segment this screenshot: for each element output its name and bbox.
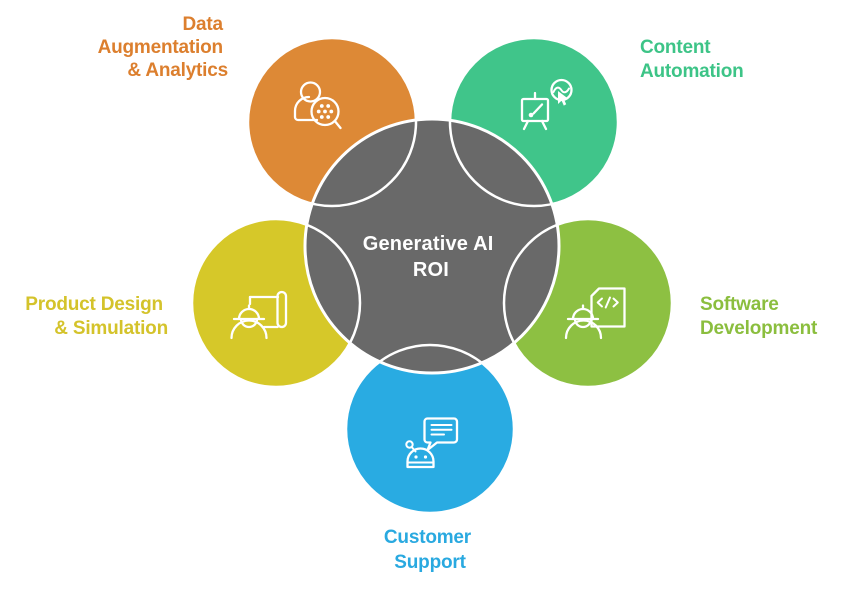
center-title-line: ROI bbox=[413, 259, 449, 281]
petal-outline bbox=[502, 217, 674, 389]
center-roi-circle bbox=[303, 117, 561, 375]
chatbot-chat-bubble-icon bbox=[405, 417, 459, 469]
label-content-automation: Content Automation bbox=[640, 37, 744, 82]
center-title-line: Generative AI bbox=[363, 233, 494, 255]
person-data-magnifier-icon bbox=[293, 81, 342, 130]
center-title: Generative AI ROI bbox=[363, 233, 500, 281]
label-data-augmentation-analytics: Data Augmentation & Analytics bbox=[98, 14, 228, 81]
label-software-development: Software Development bbox=[700, 294, 818, 339]
cursor-arrow bbox=[558, 91, 569, 106]
easel-paintbrush-icon bbox=[520, 78, 573, 131]
petal-outline bbox=[448, 36, 620, 208]
label-product-design-simulation: Product Design & Simulation bbox=[25, 294, 168, 339]
customer-support-circle bbox=[346, 345, 514, 513]
engineer-code-document-icon bbox=[564, 287, 626, 340]
engineer-blueprint-icon bbox=[230, 290, 288, 340]
petal-outline bbox=[344, 343, 516, 515]
label-customer-support: Customer Support bbox=[384, 527, 476, 573]
petal-outline bbox=[190, 217, 362, 389]
petal-outline bbox=[246, 36, 418, 208]
petal-outlines bbox=[190, 36, 674, 515]
